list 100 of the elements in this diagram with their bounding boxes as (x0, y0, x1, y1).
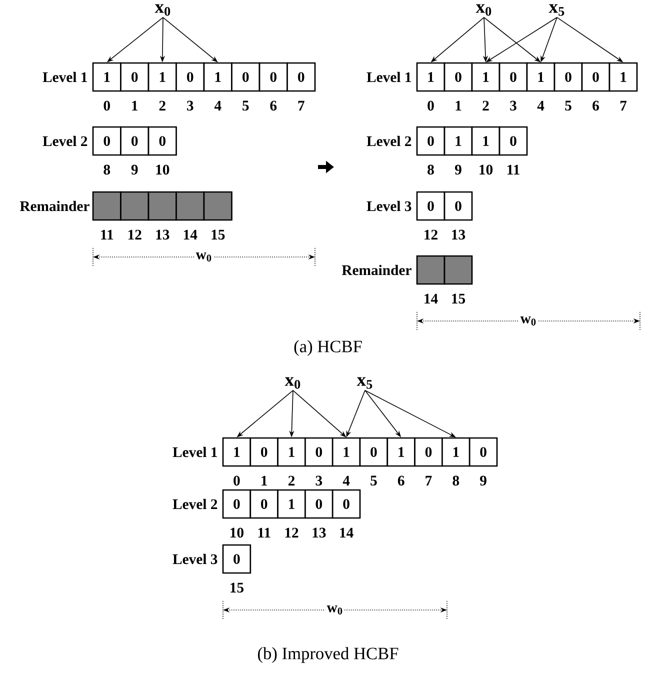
level-label: Remainder (342, 264, 412, 276)
index-number: 8 (452, 476, 460, 486)
index-number: 10 (480, 164, 493, 175)
index-number: 6 (398, 476, 404, 486)
index-number: 14 (184, 230, 198, 240)
dimension-label: w$_{0}$ (194, 251, 214, 263)
bit-cell: 1 (444, 126, 473, 156)
bit-cell: 0 (222, 489, 252, 519)
index-number: 9 (454, 164, 462, 175)
index-number: 10 (156, 164, 170, 175)
level-label: Level 1 (172, 446, 217, 458)
index-number: 11 (508, 164, 520, 175)
index-number: 0 (428, 100, 434, 111)
bit-cell: 1 (277, 437, 306, 467)
index-number: 4 (342, 476, 350, 486)
level-label: Remainder (20, 200, 90, 212)
bit-cell: 1 (471, 126, 500, 156)
index-number: 4 (537, 100, 544, 110)
index-number: 9 (480, 476, 486, 486)
variable-label: x$_{5}$ (548, 4, 564, 16)
index-number: 14 (424, 294, 438, 304)
variable-label: x$_{5}$ (356, 377, 372, 389)
shaded-cell (176, 191, 205, 221)
level-label: Level 1 (42, 72, 87, 82)
caption: (a) HCBF (294, 340, 362, 356)
index-number: 6 (270, 100, 277, 111)
bit-cell: 1 (416, 62, 446, 92)
index-number: 5 (370, 476, 377, 486)
index-number: 2 (288, 476, 295, 486)
bit-cell: 1 (92, 62, 122, 92)
bit-cell: 1 (203, 62, 232, 92)
index-number: 6 (592, 100, 599, 111)
variable-label: x$_{0}$ (154, 4, 170, 16)
bit-cell: 1 (332, 437, 361, 467)
bit-cell: 0 (444, 191, 473, 221)
bit-cell: 0 (414, 437, 443, 467)
index-number: 7 (298, 100, 304, 110)
bit-cell: 0 (416, 126, 446, 156)
bit-cell: 0 (120, 126, 150, 156)
index-number: 1 (132, 100, 138, 111)
dimension-label: w$_{0}$ (325, 604, 345, 616)
bit-cell: 0 (250, 489, 278, 519)
level-label: Level 2 (172, 498, 218, 510)
index-number: 11 (101, 230, 114, 240)
index-number: 13 (452, 230, 466, 240)
index-number: 9 (131, 164, 138, 175)
index-number: 5 (565, 100, 572, 111)
index-number: 1 (456, 100, 462, 111)
index-number: 4 (214, 100, 222, 110)
index-number: 12 (424, 230, 438, 240)
bit-cell: 1 (471, 62, 500, 92)
bit-cell: 0 (92, 126, 122, 156)
bit-cell: 0 (120, 62, 150, 92)
dimension-label: w$_{0}$ (518, 315, 538, 327)
bit-cell: 0 (258, 62, 288, 92)
index-number: 12 (285, 528, 298, 538)
bit-cell: 0 (250, 437, 278, 467)
index-number: 1 (262, 476, 267, 486)
bit-cell: 1 (386, 437, 416, 467)
index-number: 13 (312, 528, 326, 538)
level-label: Level 3 (172, 554, 218, 564)
bit-cell: 1 (608, 62, 638, 92)
bit-cell: 1 (148, 62, 177, 92)
bit-cell: 0 (304, 437, 334, 467)
shaded-cell (92, 191, 122, 221)
bit-cell: 0 (581, 62, 610, 92)
index-number: 12 (128, 230, 142, 240)
index-number: 8 (428, 164, 434, 175)
index-number: 10 (230, 528, 244, 538)
level-label: Level 3 (366, 200, 412, 212)
index-number: 13 (156, 230, 170, 240)
shaded-cell (416, 255, 446, 285)
variable-label: x$_{0}$ (284, 377, 300, 389)
index-number: 5 (242, 100, 249, 111)
shaded-cell (203, 191, 232, 221)
bit-cell: 0 (554, 62, 583, 92)
index-number: 2 (482, 100, 489, 111)
index-number: 0 (234, 476, 240, 486)
bit-cell: 0 (468, 437, 498, 467)
bit-cell: 1 (277, 489, 306, 519)
bit-cell: 0 (176, 62, 205, 92)
level-label: Level 1 (366, 72, 411, 82)
bit-cell: 0 (444, 62, 473, 92)
variable-label: x$_{0}$ (476, 4, 492, 16)
index-number: 15 (452, 294, 466, 304)
index-number: 3 (187, 100, 194, 111)
bit-cell: 0 (231, 62, 260, 92)
index-number: 8 (104, 164, 110, 175)
index-number: 7 (426, 476, 432, 486)
bit-cell: 0 (359, 437, 388, 467)
caption: (b) Improved HCBF (258, 647, 398, 663)
level-label: Level 2 (42, 136, 88, 146)
index-number: 11 (258, 528, 270, 538)
bit-cell: 0 (222, 544, 252, 574)
index-number: 15 (212, 230, 225, 240)
bit-cell: 0 (148, 126, 177, 156)
bit-cell: 0 (416, 191, 446, 221)
index-number: 2 (159, 100, 166, 111)
index-number: 7 (620, 100, 627, 110)
index-number: 15 (230, 582, 244, 593)
